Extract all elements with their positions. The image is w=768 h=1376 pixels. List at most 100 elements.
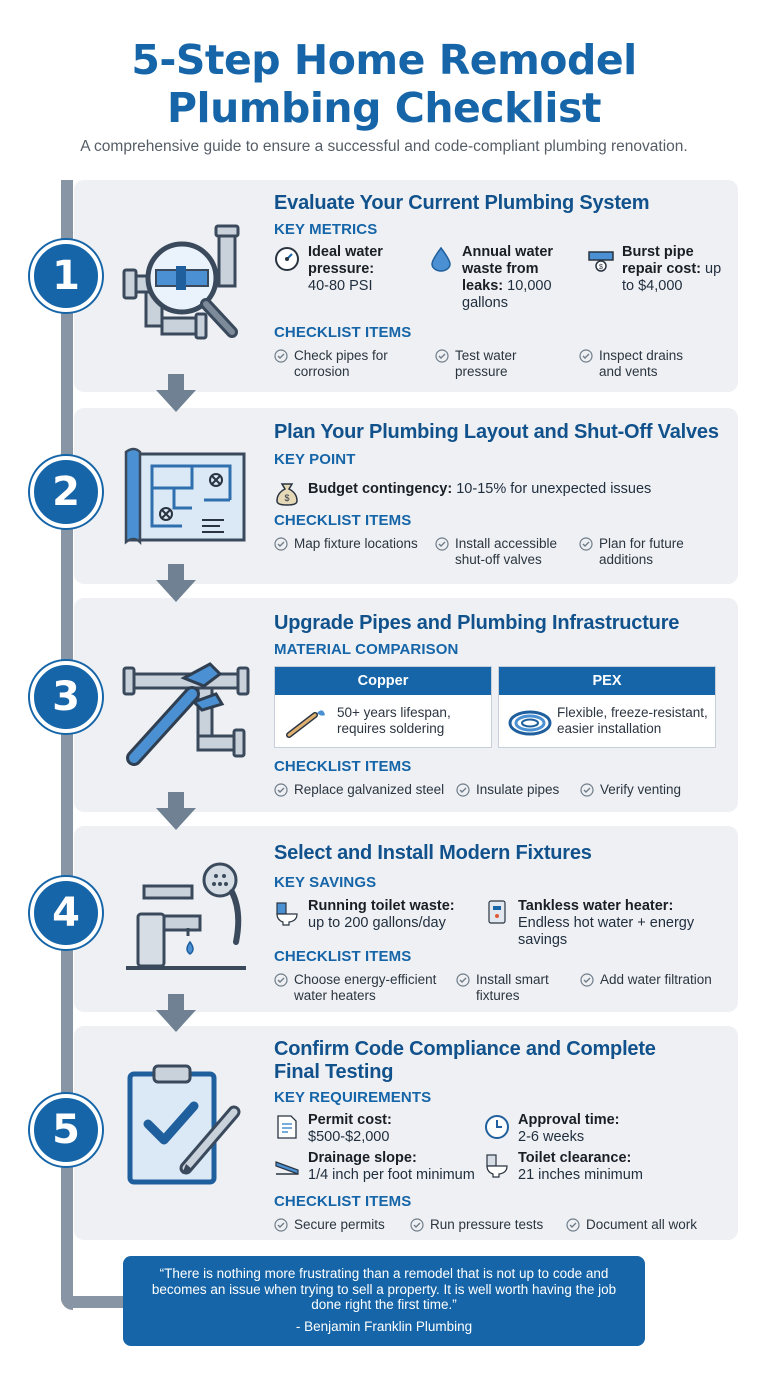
step-1-metric: $ Burst pipe repair cost: up to $4,000 [588, 244, 736, 295]
material-description: Flexible, freeze-resistant, easier insta… [557, 705, 708, 736]
step-5-title-line-1: Confirm Code Compliance and Complete [274, 1038, 656, 1060]
quote-text: “There is nothing more frustrating than … [151, 1266, 617, 1312]
checklist-item-label: Insulate pipes [476, 782, 560, 797]
material-description: 50+ years lifespan, requires soldering [337, 705, 451, 736]
check-circle-icon [435, 537, 449, 551]
step-4-title: Select and Install Modern Fixtures [274, 842, 592, 864]
material-name: Copper [275, 667, 491, 695]
money-bag-icon: $ [276, 483, 298, 506]
checklist-item: Verify venting [580, 782, 700, 798]
check-circle-icon [274, 783, 288, 797]
check-circle-icon [580, 783, 594, 797]
metric-label: Tankless water heater: [518, 898, 674, 914]
checklist-item-label: Install accessible shut-off valves [455, 536, 558, 567]
step-5-metric: Approval time:2-6 weeks [484, 1112, 684, 1146]
check-circle-icon [274, 1218, 288, 1232]
step-1-badge: 1 [30, 240, 102, 312]
checklist-item-label: Inspect drains and vents [599, 348, 684, 379]
step-4-badge: 4 [30, 877, 102, 949]
checklist-item-label: Secure permits [294, 1217, 385, 1232]
permit-document-icon [277, 1115, 297, 1139]
step-3-badge: 3 [30, 661, 102, 733]
metric-value: up to 200 gallons/day [308, 915, 446, 931]
checklist-item: Choose energy-efficient water heaters [274, 972, 454, 1004]
arrow-down-icon [156, 564, 196, 602]
step-1-title: Evaluate Your Current Plumbing System [274, 192, 650, 214]
step-4-metric: Tankless water heater:Endless hot water … [484, 898, 704, 949]
pressure-gauge-icon [275, 247, 299, 271]
checklist-item: Check pipes for corrosion [274, 348, 424, 380]
torch-icon [286, 710, 325, 738]
checklist-item: Test water pressure [435, 348, 555, 380]
pex-coil-icon [508, 710, 552, 736]
arrow-down-icon [156, 994, 196, 1032]
step-3-checklist-heading: CHECKLIST ITEMS [274, 758, 412, 775]
checklist-item: Add water filtration [580, 972, 730, 988]
check-circle-icon [579, 349, 593, 363]
checklist-item-label: Plan for future additions [599, 536, 684, 567]
page-title: 5-Step Home Remodel Plumbing Checklist [0, 36, 768, 132]
step-5-checklist-heading: CHECKLIST ITEMS [274, 1193, 412, 1210]
check-circle-icon [456, 973, 470, 987]
step-5-badge: 5 [30, 1094, 102, 1166]
toilet-icon [486, 1154, 508, 1178]
step-4-checklist-heading: CHECKLIST ITEMS [274, 948, 412, 965]
check-circle-icon [456, 783, 470, 797]
check-circle-icon [566, 1218, 580, 1232]
step-5-metric: Permit cost:$500-$2,000 [274, 1112, 484, 1146]
checklist-item-label: Add water filtration [600, 972, 712, 987]
quote-author: - Benjamin Franklin Plumbing [295, 1318, 473, 1334]
check-circle-icon [435, 349, 449, 363]
metric-value: 10,000 gallons [462, 278, 552, 311]
metric-value: 21 inches minimum [518, 1167, 643, 1183]
check-circle-icon [410, 1218, 424, 1232]
checklist-item: Map fixture locations [274, 536, 434, 552]
step-3-section-heading: MATERIAL COMPARISON [274, 641, 459, 658]
check-circle-icon [274, 537, 288, 551]
metric-label: Toilet clearance: [518, 1150, 632, 1166]
material-card-copper: Copper 50+ years lifespan, requires sold… [274, 666, 492, 748]
step-5-metric: Drainage slope:1/4 inch per foot minimum [274, 1150, 484, 1184]
quote-box: “There is nothing more frustrating than … [123, 1256, 645, 1346]
checklist-item: Run pressure tests [410, 1217, 560, 1233]
timeline-foot [61, 1296, 131, 1308]
checklist-item: Document all work [566, 1217, 716, 1233]
water-heater-icon [488, 900, 506, 924]
faucet-shower-icon [126, 862, 246, 970]
step-2-section-heading: KEY POINT [274, 451, 356, 468]
metric-value: 1/4 inch per foot minimum [308, 1167, 475, 1183]
checklist-item-label: Choose energy-efficient water heaters [294, 972, 437, 1003]
checklist-item-label: Test water pressure [455, 348, 517, 379]
checklist-item: Inspect drains and vents [579, 348, 699, 380]
checklist-item: Replace galvanized steel [274, 782, 454, 798]
checklist-item-label: Document all work [586, 1217, 698, 1232]
metric-value: up to $4,000 [622, 261, 722, 294]
checklist-item-label: Run pressure tests [430, 1217, 544, 1232]
step-2-checklist-heading: CHECKLIST ITEMS [274, 512, 412, 529]
clipboard-check-icon [127, 1064, 241, 1185]
material-name: PEX [499, 667, 715, 695]
checklist-item-label: Check pipes for corrosion [294, 348, 388, 379]
clock-icon [485, 1115, 509, 1139]
metric-value: $500-$2,000 [308, 1129, 390, 1145]
step-2-badge: 2 [30, 456, 102, 528]
toilet-icon [276, 902, 298, 926]
checklist-item: Install smart fixtures [456, 972, 576, 1004]
step-5-title-line-2: Final Testing [274, 1061, 394, 1083]
step-1-metric: Ideal water pressure:40-80 PSI [274, 244, 424, 295]
metric-label: Approval time: [518, 1112, 620, 1128]
metric-value: 10-15% for unexpected issues [456, 481, 652, 497]
water-drop-icon [431, 246, 451, 272]
metric-label: Drainage slope: [308, 1150, 417, 1166]
metric-label: Burst pipe repair cost: [622, 244, 701, 277]
step-4-section-heading: KEY SAVINGS [274, 874, 377, 891]
step-2-metric: $ Budget contingency: 10-15% for unexpec… [274, 478, 724, 506]
check-circle-icon [579, 537, 593, 551]
step-1-checklist-heading: CHECKLIST ITEMS [274, 324, 412, 341]
check-circle-icon [274, 973, 288, 987]
step-5-metric: Toilet clearance:21 inches minimum [484, 1150, 684, 1184]
metric-label: Annual water waste from leaks: [462, 244, 554, 294]
drain-slope-icon [275, 1161, 299, 1175]
checklist-item: Plan for future additions [579, 536, 699, 568]
checklist-item-label: Replace galvanized steel [294, 782, 445, 797]
